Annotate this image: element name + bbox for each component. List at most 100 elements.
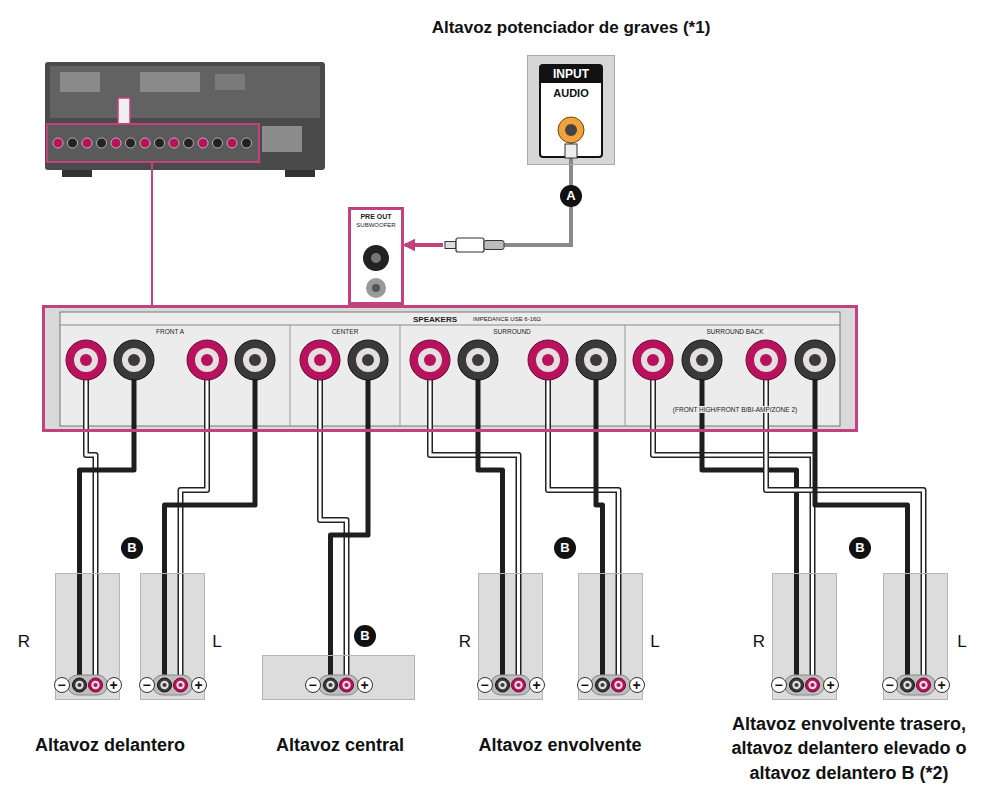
panel-label: SPEAKERS: [413, 315, 457, 324]
terminal-ring: [754, 348, 778, 372]
plus-terminal: [410, 340, 450, 380]
terminal-ring: [584, 348, 608, 372]
receiver-terminal: [82, 138, 92, 148]
speaker-box: −+: [478, 573, 543, 700]
plus-terminal: [806, 678, 820, 692]
terminal-screw: [362, 354, 374, 366]
plus-terminal: [746, 340, 786, 380]
polarity-sign: +: [934, 677, 950, 693]
black-wire-stub: [600, 574, 605, 685]
white-wire-stub-outline: [616, 574, 622, 685]
plus-terminal: [187, 340, 227, 380]
terminal-ring: [176, 681, 184, 689]
callout-letter: B: [354, 625, 376, 647]
minus-terminal: [790, 678, 804, 692]
receiver-terminal: [242, 138, 252, 148]
minus-terminal: [158, 678, 172, 692]
white-speaker-wire-outline: [548, 432, 619, 573]
polarity-sign: −: [882, 677, 898, 693]
speaker-cable: [165, 432, 256, 573]
white-wire-stub: [517, 574, 520, 685]
black-speaker-wire: [165, 432, 256, 573]
insert-arrow: [405, 243, 443, 247]
white-speaker-wire-outline: [320, 432, 347, 655]
white-wire-stub-outline: [810, 574, 816, 685]
panel-label: PRE OUT: [351, 213, 401, 220]
terminal-ring: [75, 681, 83, 689]
receiver-pre-out: [118, 98, 130, 124]
terminal-screw: [590, 354, 602, 366]
callout-letter: A: [560, 185, 582, 207]
minus-terminal: [576, 340, 616, 380]
terminal-ring: [919, 681, 927, 689]
terminal-plate: [896, 675, 936, 695]
input-plate: [540, 65, 602, 157]
panel-label: SUBWOOFER: [351, 222, 401, 228]
terminal-ring: [122, 348, 146, 372]
plus-terminal: [512, 678, 526, 692]
terminal-ring: [195, 348, 219, 372]
plug-boot: [484, 241, 504, 250]
white-wire-stub-outline: [921, 574, 927, 685]
terminal-ring: [641, 348, 665, 372]
black-speaker-wire: [478, 432, 503, 573]
white-speaker-wire: [430, 432, 519, 573]
terminal-ring: [498, 681, 506, 689]
terminal-ring: [614, 681, 622, 689]
receiver-terminal: [184, 138, 194, 148]
terminal-screw: [472, 354, 484, 366]
terminal-ring: [598, 681, 606, 689]
terminal-ring: [514, 681, 522, 689]
terminal-plate: [491, 675, 531, 695]
receiver-body: [45, 62, 325, 170]
receiver-jack-block: [60, 72, 100, 92]
receiver-illustration: [45, 62, 325, 177]
speaker-box: −+: [262, 655, 415, 700]
terminal-screw: [162, 683, 166, 687]
terminal-screw: [328, 683, 332, 687]
polarity-sign: −: [477, 677, 493, 693]
component-heading: Altavoz potenciador de graves (*1): [432, 18, 711, 38]
white-speaker-wire-outline: [86, 432, 96, 573]
terminal-plate: [591, 675, 631, 695]
panel-label: (FRONT HIGH/FRONT B/BI-AMP/ZONE 2): [671, 406, 799, 413]
speaker-name: Altavoz central: [276, 735, 404, 756]
minus-terminal: [324, 678, 338, 692]
subwoofer-jack: [363, 245, 389, 271]
minus-terminal: [795, 340, 835, 380]
terminal-ring: [91, 681, 99, 689]
terminal-ring: [792, 681, 800, 689]
terminal-screw: [516, 683, 520, 687]
receiver-terminal: [155, 138, 165, 148]
minus-terminal: [682, 340, 722, 380]
speaker-name: Altavoz envolvente trasero, altavoz dela…: [700, 712, 998, 785]
white-speaker-wire: [653, 432, 813, 573]
channel-side-label: R: [459, 632, 471, 652]
black-wire-stub: [500, 574, 505, 685]
terminal-screw: [905, 683, 909, 687]
terminal-ring: [342, 681, 350, 689]
black-wire-stub: [77, 574, 82, 685]
panel-label: INPUT: [540, 65, 602, 83]
polarity-sign: +: [191, 677, 207, 693]
minus-terminal: [458, 340, 498, 380]
minus-terminal: [901, 678, 915, 692]
terminal-screw: [314, 354, 326, 366]
receiver-terminal: [53, 138, 63, 148]
terminal-screw: [249, 354, 261, 366]
polarity-sign: +: [629, 677, 645, 693]
receiver-terminal: [227, 138, 237, 148]
receiver-terminal: [126, 138, 136, 148]
spare-jack: [366, 278, 386, 298]
minus-terminal: [496, 678, 510, 692]
minus-terminal: [348, 340, 388, 380]
terminal-plate: [319, 675, 359, 695]
polarity-sign: −: [54, 677, 70, 693]
callout-letter: B: [121, 537, 143, 559]
terminal-screw: [760, 354, 772, 366]
white-speaker-wire: [766, 432, 924, 573]
subwoofer-cable: [405, 165, 571, 245]
polarity-sign: +: [529, 677, 545, 693]
receiver-terminal: [213, 138, 223, 148]
terminal-ring: [536, 348, 560, 372]
